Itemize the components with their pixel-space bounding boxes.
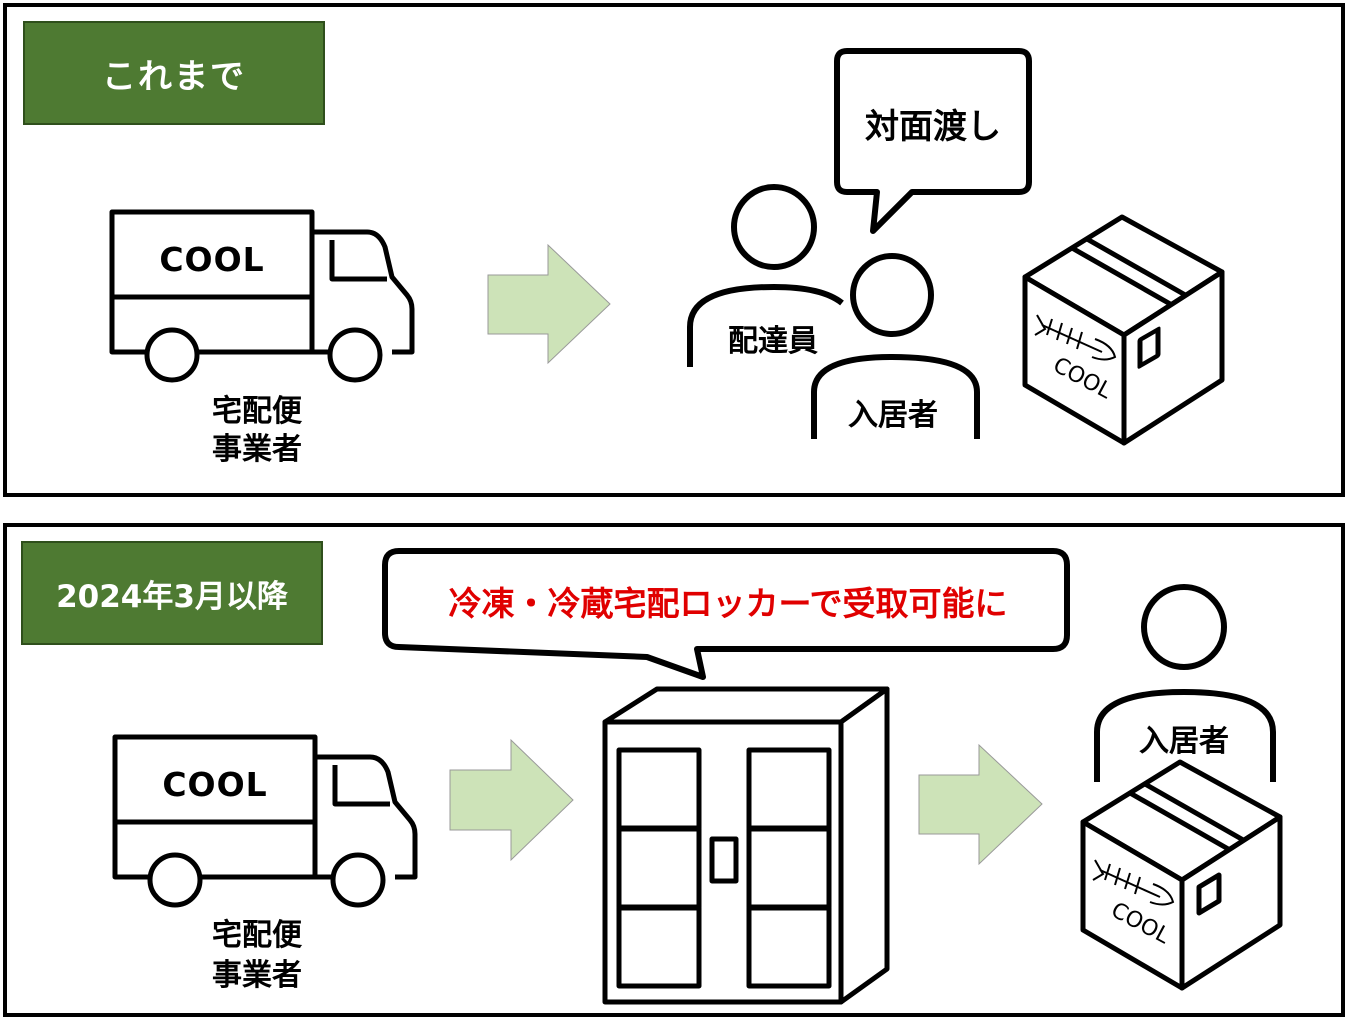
resident-icon (811, 253, 980, 439)
delivery-person-label: 配達員 (728, 324, 818, 359)
fish-bone-icon (1092, 859, 1175, 906)
sender-label-line1: 宅配便 (212, 918, 302, 953)
locker-icon (602, 686, 890, 1005)
sender-label-line2: 事業者 (212, 958, 302, 993)
truck-label: COOL (159, 240, 265, 279)
truck-label: COOL (162, 765, 268, 804)
panel-before: これまで (3, 3, 1345, 497)
resident-label: 入居者 (1139, 724, 1229, 759)
panel-after: 2024年3月以降 (3, 523, 1345, 1017)
cool-box-icon (1080, 759, 1283, 991)
fish-bone-icon (1034, 314, 1117, 361)
cool-box-icon (1022, 214, 1225, 446)
speech-text: 冷凍・冷蔵宅配ロッカーで受取可能に (448, 584, 1008, 623)
sender-label-line1: 宅配便 (212, 394, 302, 429)
resident-label: 入居者 (848, 398, 938, 433)
truck-icon (109, 209, 415, 383)
sender-label-line2: 事業者 (212, 432, 302, 467)
before-illustration (109, 48, 1225, 446)
arrow-icon (918, 743, 1043, 866)
arrow-icon (449, 738, 574, 862)
panel-title-after: 2024年3月以降 (21, 541, 323, 645)
arrow-icon (487, 243, 611, 365)
speech-bubble (382, 548, 1070, 680)
panel-title-before: これまで (23, 21, 325, 125)
speech-bubble (834, 48, 1032, 234)
speech-text: 対面渡し (865, 107, 1001, 147)
delivery-person-icon (687, 184, 844, 367)
after-illustration (112, 548, 1283, 1005)
resident-icon (1094, 584, 1276, 782)
truck-icon (112, 734, 418, 908)
